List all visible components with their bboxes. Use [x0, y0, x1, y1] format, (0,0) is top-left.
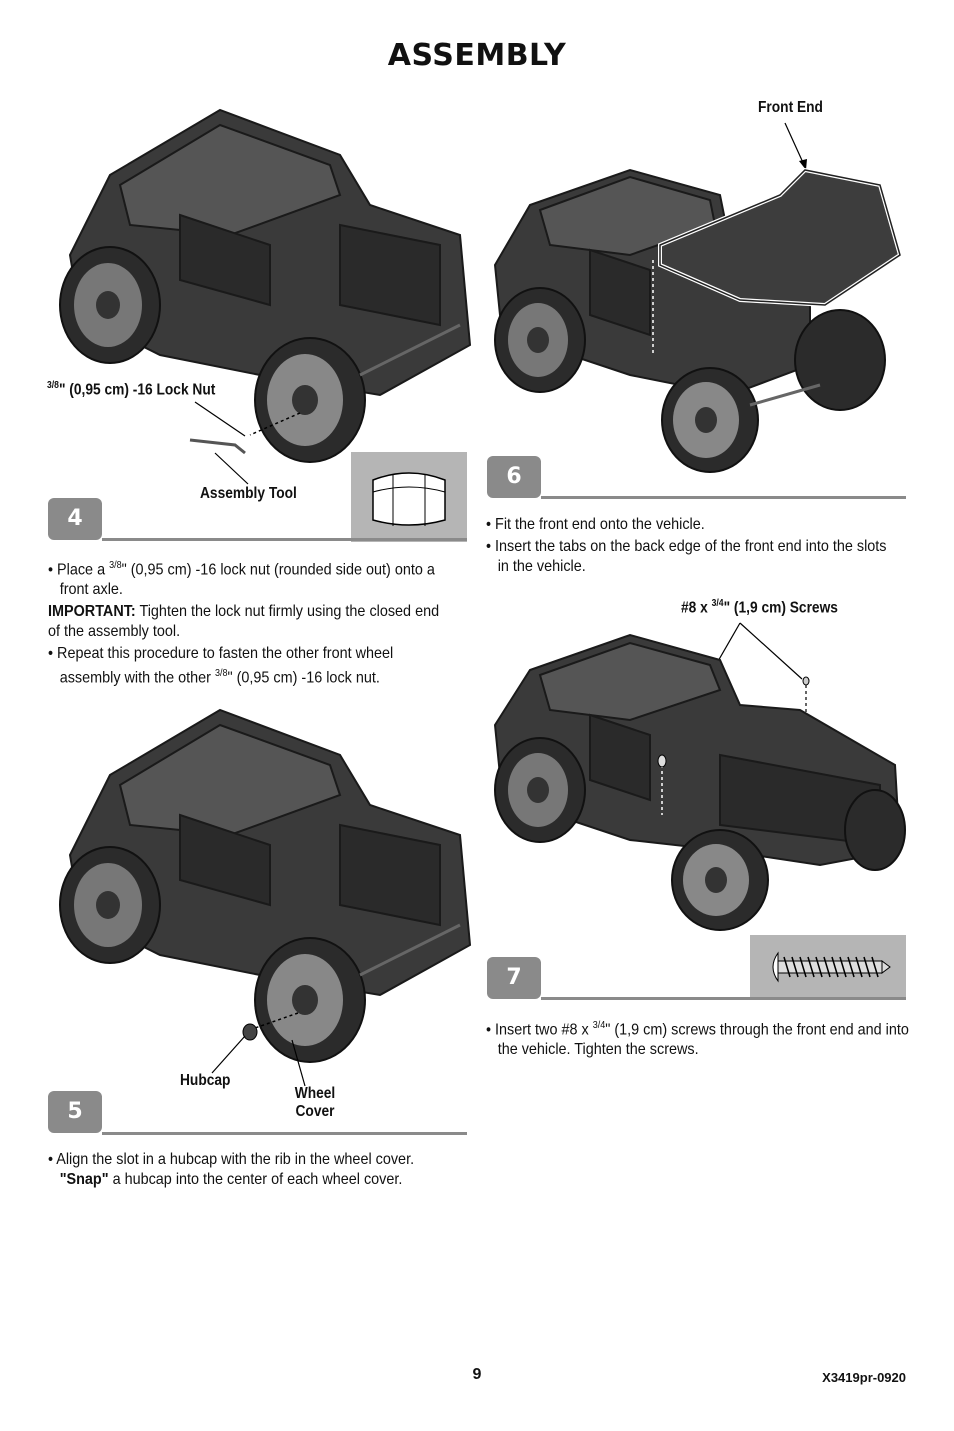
page-number: 9 [472, 1366, 482, 1383]
step-rule-4 [102, 538, 467, 541]
step-number-5: 5 [48, 1091, 102, 1133]
step6-bullet-1: • Fit the front end onto the vehicle. [486, 516, 705, 533]
callout-front-end: Front End [758, 99, 823, 116]
vehicle-illustration-step6 [493, 122, 903, 473]
step-rule-6 [541, 496, 906, 499]
screw-detail-box [750, 935, 906, 999]
step5-instructions: • Align the slot in a hubcap with the ri… [48, 1150, 462, 1192]
step4-important: IMPORTANT: Tighten the lock nut firmly u… [48, 603, 440, 641]
step5-bullet-1: • Align the slot in a hubcap with the ri… [48, 1151, 415, 1188]
vehicle-illustration-step4 [59, 108, 472, 463]
callout-lock-nut: 3/8" (0,95 cm) -16 Lock Nut [47, 380, 216, 399]
page-title: ASSEMBLY [387, 38, 567, 73]
vehicle-illustration-step5 [59, 708, 472, 1063]
leader-lines-step4 [194, 401, 249, 485]
screw-icon [772, 951, 891, 983]
step4-instructions: • Place a 3/8" (0,95 cm) -16 lock nut (r… [48, 556, 453, 691]
step4-bullet-1: • Place a 3/8" (0,95 cm) -16 lock nut (r… [48, 560, 435, 599]
step-rule-5 [102, 1132, 467, 1135]
leader-lines-step5 [211, 1035, 306, 1087]
document-code: X3419pr-0920 [822, 1370, 906, 1385]
callout-screws: #8 x 3/4" (1,9 cm) Screws [681, 598, 838, 617]
vehicle-illustration-step7 [493, 622, 906, 931]
step7-bullet-1: • Insert two #8 x 3/4" (1,9 cm) screws t… [486, 1020, 909, 1059]
callout-assembly-tool: Assembly Tool [200, 485, 297, 502]
callout-hubcap: Hubcap [180, 1072, 231, 1089]
lock-nut-detail-box [351, 452, 467, 542]
step-number-7: 7 [487, 957, 541, 999]
step-rule-7 [541, 997, 906, 1000]
step7-instructions: • Insert two #8 x 3/4" (1,9 cm) screws t… [486, 1016, 909, 1062]
step6-instructions: • Fit the front end onto the vehicle. • … [486, 515, 900, 579]
step6-bullet-2: • Insert the tabs on the back edge of th… [486, 538, 887, 575]
step-number-4: 4 [48, 498, 102, 540]
step-number-6: 6 [487, 456, 541, 498]
step4-bullet-2: • Repeat this procedure to fasten the ot… [48, 645, 394, 687]
lock-nut-icon [372, 472, 446, 526]
